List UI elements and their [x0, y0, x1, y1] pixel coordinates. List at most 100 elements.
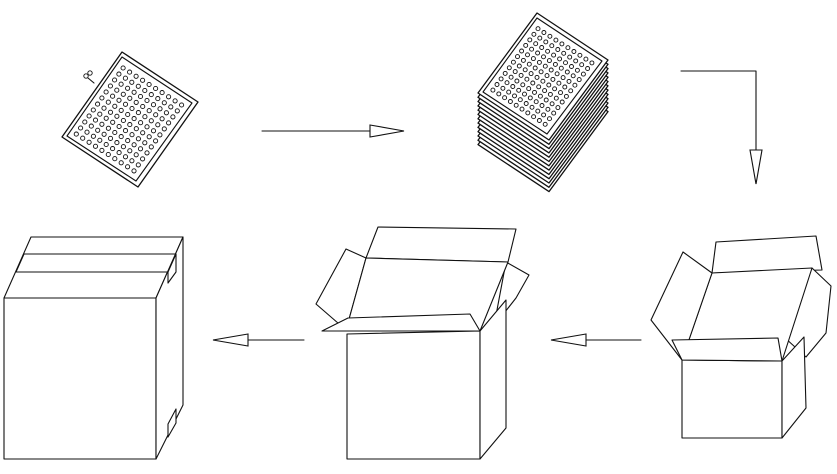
tray-cells: [73, 65, 185, 174]
tray-cell: [92, 117, 99, 123]
tray-cell: [125, 164, 131, 170]
tray-cell: [116, 71, 122, 77]
tray-cell: [529, 104, 535, 110]
tray-cell: [526, 61, 532, 67]
tray-cell: [112, 156, 118, 162]
tray-cell: [539, 103, 545, 108]
tray-cell: [168, 104, 174, 110]
tray-cell: [131, 89, 137, 95]
tray-cell: [153, 85, 159, 92]
tray-cell: [144, 150, 150, 156]
tray-cell: [73, 131, 79, 137]
tray-cell: [507, 99, 513, 104]
tray-cell: [179, 102, 185, 108]
arrow-right-1: [261, 124, 405, 138]
tray-cell: [552, 86, 558, 92]
tray-cell: [114, 113, 120, 119]
tray-cell: [137, 146, 144, 152]
tray-cell: [129, 105, 135, 112]
tray-cell: [112, 77, 118, 83]
tray-cell: [580, 71, 586, 77]
tray-cell: [114, 87, 120, 93]
tray-cell: [502, 70, 508, 76]
tray-cell: [548, 67, 554, 73]
tray-cell: [142, 87, 148, 94]
tray-cell: [105, 125, 111, 131]
tray-cell: [533, 41, 539, 47]
tray-cell: [133, 99, 139, 105]
tray-cell: [504, 80, 510, 86]
tray-cell: [557, 56, 563, 62]
tray-cell: [112, 129, 118, 136]
tray-cell: [512, 93, 517, 99]
tray-cell: [546, 82, 552, 88]
tray-cell: [133, 152, 139, 158]
tray-cell: [563, 93, 569, 99]
tray-cell: [153, 112, 159, 118]
tray-cell: [166, 94, 172, 100]
tray-cell: [103, 115, 109, 121]
tray-cell: [146, 108, 152, 114]
tray-cell: [159, 116, 165, 122]
tray-cell: [528, 71, 534, 77]
tray-cell: [99, 95, 105, 101]
tray-cell: [127, 95, 133, 101]
tray-cell: [99, 147, 105, 153]
tray-cell: [555, 105, 561, 111]
tray-cell: [110, 119, 116, 125]
tray-cell: [148, 92, 154, 98]
tray-cell: [78, 125, 84, 131]
tray-cell: [522, 67, 528, 73]
tray-cell: [514, 78, 520, 84]
tray-cell: [576, 77, 582, 83]
tray-cell: [153, 138, 159, 144]
tray-cell: [537, 93, 543, 99]
tray-cell: [110, 93, 116, 99]
tray-cell: [555, 47, 561, 52]
tray-cell: [553, 95, 559, 101]
tray-cell: [536, 118, 542, 123]
tray-cell: [543, 39, 549, 45]
tray-cell: [103, 89, 109, 95]
tray-cell: [118, 134, 124, 140]
tray-cell: [561, 50, 567, 56]
tray-cell: [131, 116, 137, 122]
tray-cell: [114, 140, 120, 146]
tray-cell: [560, 75, 566, 81]
tray-cell: [110, 146, 116, 152]
tray-cell: [532, 65, 538, 71]
tray-cell: [116, 97, 122, 103]
tray-cell: [144, 124, 150, 130]
tray-cell: [166, 120, 172, 126]
tray-cell: [122, 101, 129, 107]
tray-cell: [566, 78, 572, 84]
tray-cell: [545, 106, 551, 112]
tape-tab-top: [167, 253, 177, 284]
tray-cell: [559, 41, 565, 47]
tray-cell: [547, 91, 553, 97]
tray-cell: [512, 69, 518, 75]
tray-cell: [127, 69, 133, 75]
arrow-elbow-down: [680, 70, 763, 185]
tray-cell: [558, 90, 563, 96]
tray-cell: [140, 156, 146, 162]
tray-cell: [510, 59, 516, 65]
tray-cell: [144, 97, 150, 104]
tray-cell: [547, 33, 553, 39]
tray-cell: [525, 52, 530, 58]
tray-cell: [527, 37, 533, 43]
tray-cell: [120, 91, 126, 97]
tray-cell: [537, 35, 543, 41]
tray-cell: [565, 45, 571, 51]
tray-cell: [99, 121, 105, 127]
tray-cell: [508, 74, 514, 80]
tray-cell: [161, 126, 167, 132]
tray-cell: [542, 121, 548, 127]
tray-cell: [549, 101, 555, 107]
tray-cell: [558, 65, 564, 71]
tray-cell: [133, 126, 139, 132]
tray-cell: [541, 30, 547, 35]
tray-cell: [146, 134, 152, 140]
tray-cell: [551, 110, 557, 116]
